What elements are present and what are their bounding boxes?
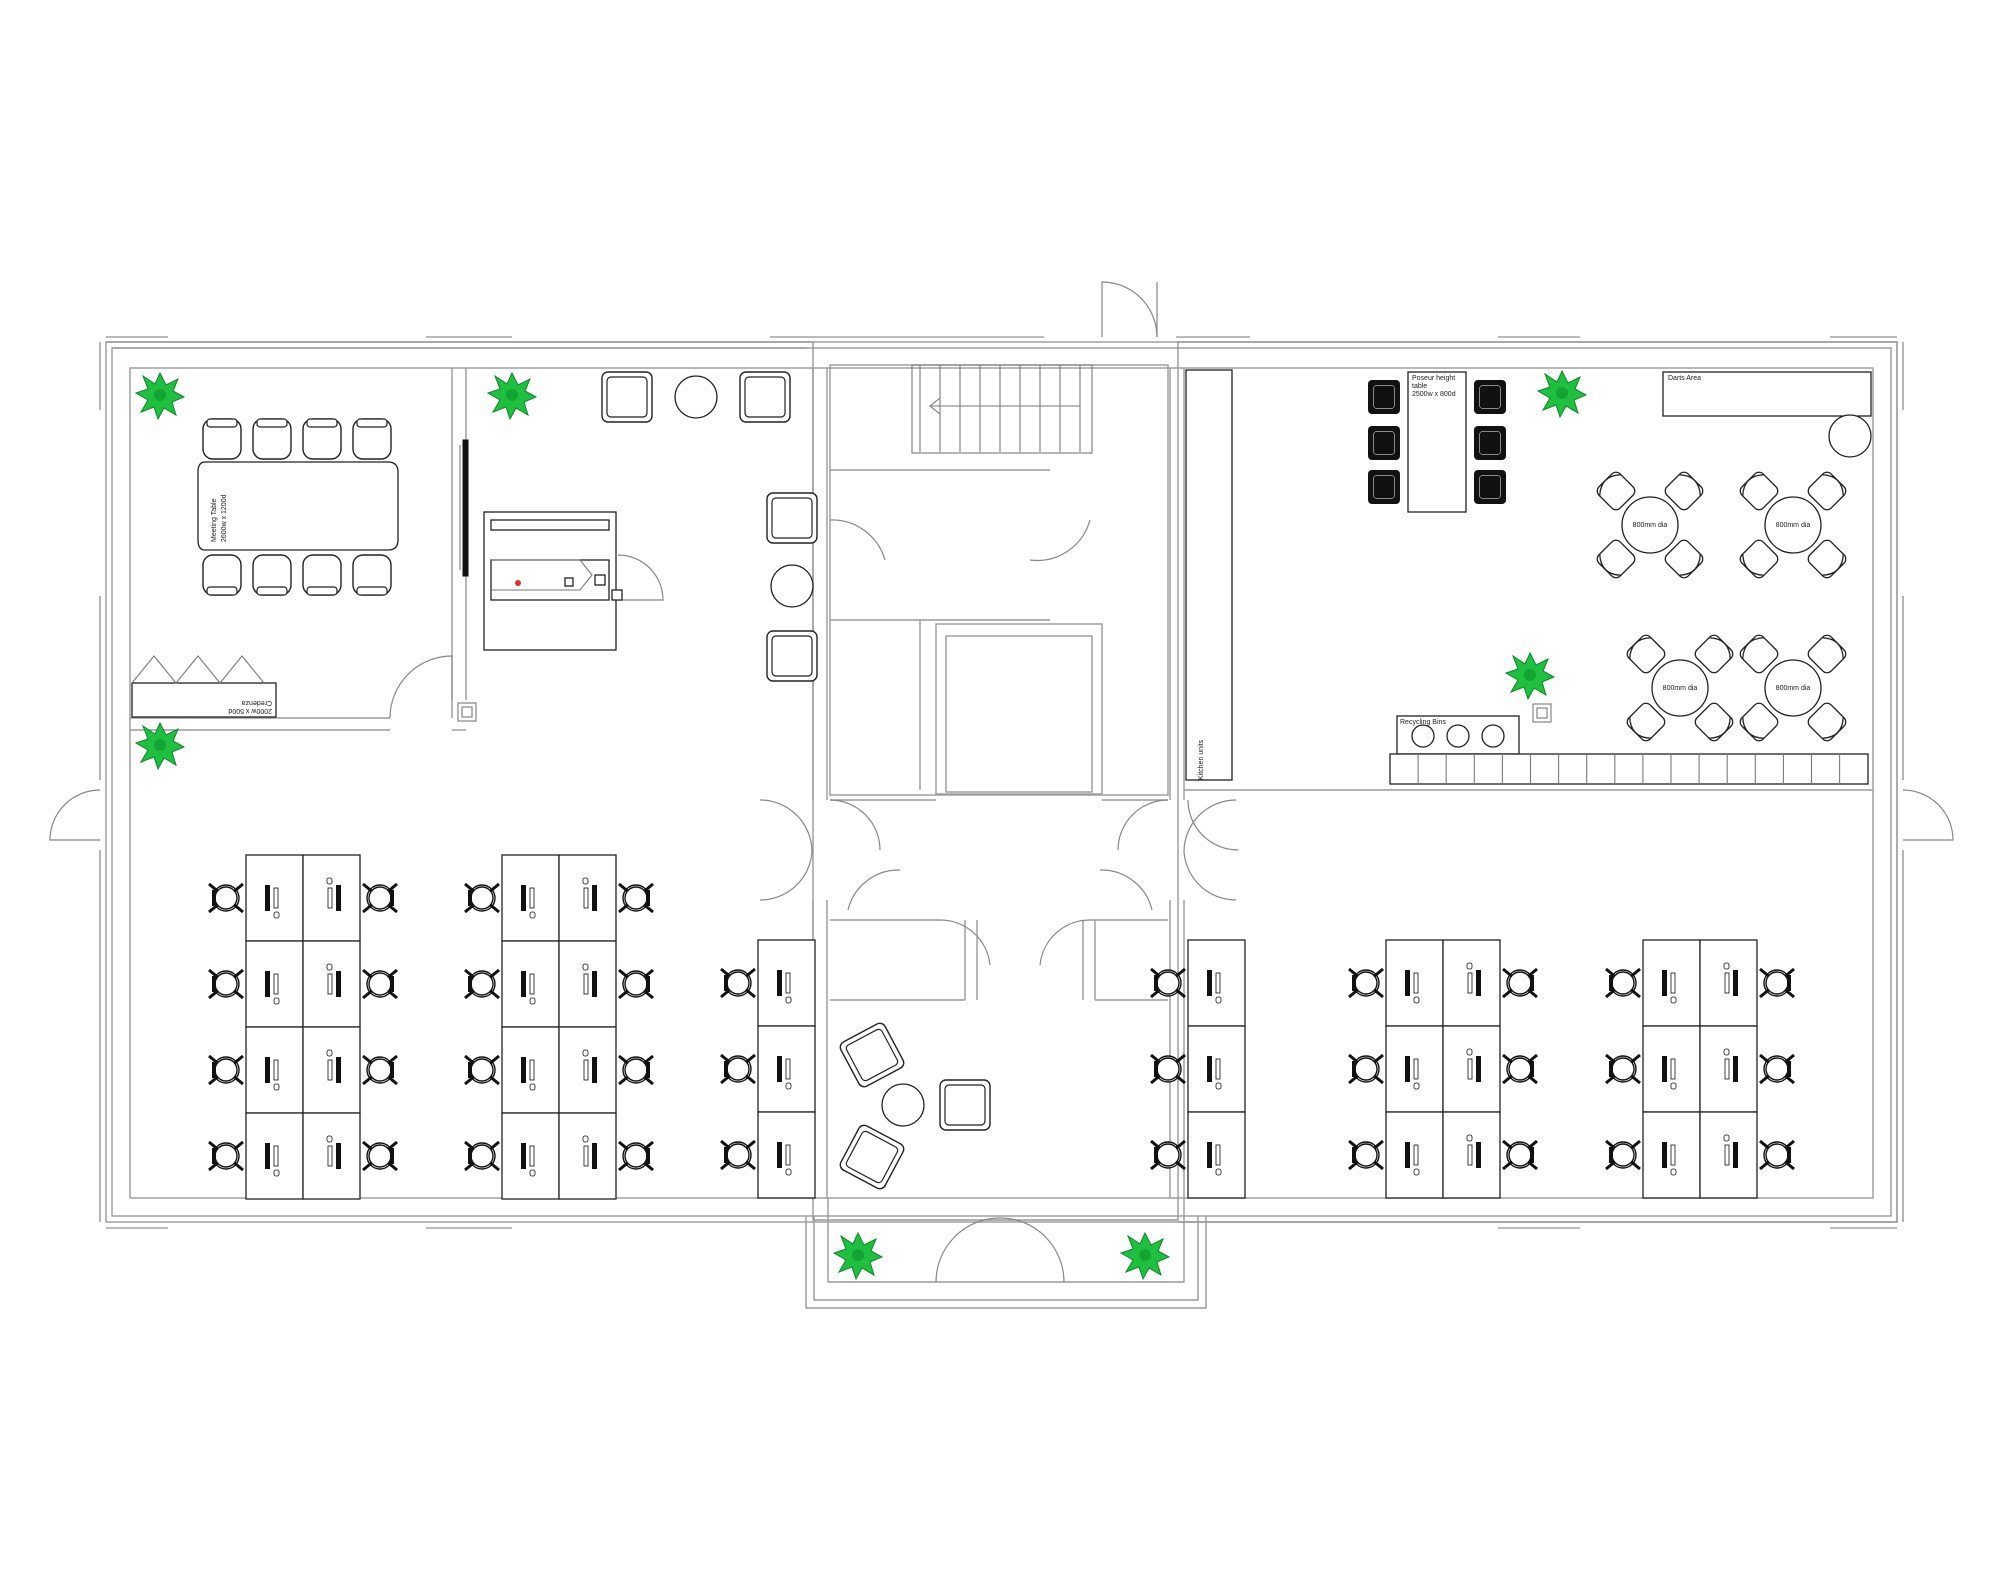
tv-screen xyxy=(462,439,469,577)
round-tables: 800mm dia 800mm dia 800mm dia 800mm dia xyxy=(1594,469,1849,744)
chair-icon xyxy=(1347,1053,1385,1085)
chair-icon xyxy=(1149,1053,1187,1085)
meeting-table-size: 2600w x 1200d xyxy=(221,494,228,542)
poseur-table-label: Poseur height xyxy=(1412,375,1455,382)
chair-icon xyxy=(361,968,399,1000)
reception-lounge xyxy=(601,371,818,682)
chair-icon xyxy=(1347,967,1385,999)
credenza: Credenza 2000w x 500d xyxy=(131,655,277,718)
meeting-table: Meeting Table 2600w x 1200d xyxy=(197,461,399,551)
recycling-bins-label: Recycling Bins xyxy=(1400,719,1446,726)
poseur-table-size: 2500w x 800d xyxy=(1412,391,1456,398)
chair-icon xyxy=(617,968,655,1000)
credenza-label: Credenza xyxy=(242,699,272,706)
breakout-area: Poseur height table 2500w x 800d Darts A… xyxy=(1198,371,1872,785)
doors xyxy=(49,281,1954,1283)
round-table-label: 800mm dia xyxy=(1663,685,1698,692)
outer-walls xyxy=(99,336,1904,1309)
credenza-size: 2000w x 500d xyxy=(228,707,272,714)
chair-icon xyxy=(1758,967,1796,999)
chair-icon xyxy=(1501,1053,1539,1085)
poseur-table: Poseur height table 2500w x 800d xyxy=(1407,371,1467,513)
chair-icon xyxy=(1604,967,1642,999)
chair-icon xyxy=(463,882,501,914)
desk xyxy=(1699,1111,1758,1199)
staircase xyxy=(911,364,1093,454)
chair-icon xyxy=(361,882,399,914)
desk-cluster xyxy=(1149,939,1246,1199)
chair-icon xyxy=(463,1054,501,1086)
round-table: 800mm dia xyxy=(1737,469,1849,581)
plant-icon xyxy=(833,1232,883,1280)
chair-icon xyxy=(1347,1139,1385,1171)
poseur-table-label-2: table xyxy=(1412,383,1427,390)
chair-icon xyxy=(361,1054,399,1086)
kitchen-units xyxy=(1185,369,1233,781)
desk-cluster xyxy=(207,854,399,1200)
darts-area-label: Darts Area xyxy=(1668,375,1701,382)
plant-icon xyxy=(1537,370,1587,418)
chair-icon xyxy=(463,1140,501,1172)
chair-icon xyxy=(617,1140,655,1172)
reception xyxy=(457,511,664,722)
chair-icon xyxy=(1149,1139,1187,1171)
chair-icon xyxy=(1758,1139,1796,1171)
round-table: 800mm dia xyxy=(1624,632,1736,744)
kitchen-units-label: Kitchen units xyxy=(1198,739,1205,780)
desk-cluster xyxy=(463,854,655,1200)
chair-icon xyxy=(719,967,757,999)
darts-area: Darts Area xyxy=(1662,371,1872,458)
plant-icon xyxy=(135,372,185,420)
chair-icon xyxy=(719,1053,757,1085)
round-table: 800mm dia xyxy=(1594,469,1706,581)
plant-icon xyxy=(1120,1232,1170,1280)
chair-icon xyxy=(617,882,655,914)
chair-icon xyxy=(207,1054,245,1086)
desk xyxy=(757,939,816,1027)
recycling-bins: Recycling Bins xyxy=(1396,715,1520,755)
chair-icon xyxy=(719,1139,757,1171)
stair-treads xyxy=(919,365,1081,452)
meeting-table-label: Meeting Table xyxy=(211,498,218,542)
round-table-label: 800mm dia xyxy=(1776,685,1811,692)
meeting-room: Meeting Table 2600w x 1200d Credenza 200… xyxy=(131,418,469,718)
interior-walls xyxy=(130,364,1873,1198)
desk xyxy=(302,1112,361,1200)
accent-dot xyxy=(515,580,521,586)
chair-icon xyxy=(1501,1139,1539,1171)
chair-icon xyxy=(1501,967,1539,999)
chair-icon xyxy=(1604,1053,1642,1085)
chair-icon xyxy=(617,1054,655,1086)
desk-cluster xyxy=(1347,939,1539,1199)
round-table-label: 800mm dia xyxy=(1633,522,1668,529)
chair-icon xyxy=(361,1140,399,1172)
lobby-lounge xyxy=(837,1020,991,1192)
plant-icon xyxy=(1505,652,1555,700)
chair-icon xyxy=(207,968,245,1000)
chair-icon xyxy=(463,968,501,1000)
chair-icon xyxy=(207,1140,245,1172)
chair-icon xyxy=(1604,1139,1642,1171)
desk-cluster xyxy=(1604,939,1796,1199)
round-table: 800mm dia xyxy=(1737,632,1849,744)
bar-counter xyxy=(1389,753,1869,785)
chair-icon xyxy=(1149,967,1187,999)
desk-cluster xyxy=(719,939,816,1199)
chair-icon xyxy=(207,882,245,914)
plant-icon xyxy=(487,372,537,420)
workstations xyxy=(207,854,1796,1200)
chair-icon xyxy=(1758,1053,1796,1085)
round-table-label: 800mm dia xyxy=(1776,522,1811,529)
